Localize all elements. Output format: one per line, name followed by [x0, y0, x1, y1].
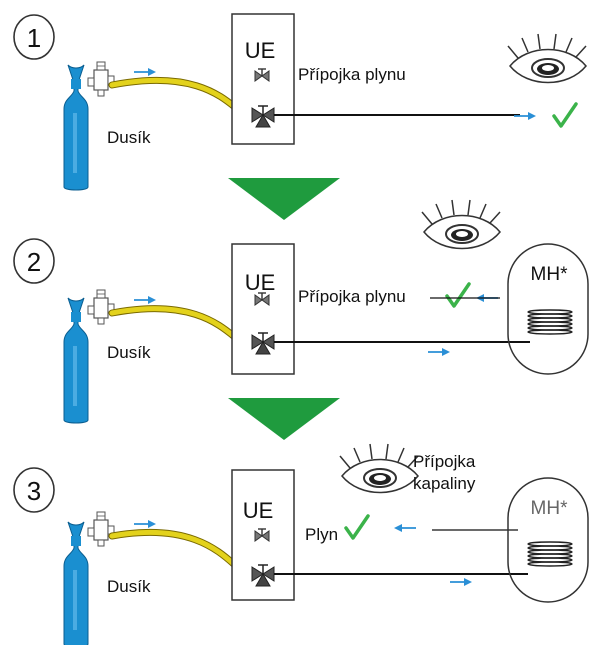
flow-arrow-icon: [449, 577, 473, 587]
check-icon: [344, 514, 370, 540]
eye-icon: [507, 33, 587, 84]
step-3: 3 UE Plyn Dusík Přípojka kapaliny MH*: [13, 443, 589, 645]
mh-label: MH*: [531, 264, 569, 285]
big-down-arrow-icon: [228, 398, 340, 440]
eye-icon: [339, 443, 419, 494]
pressure-regulator-icon: [87, 289, 115, 325]
nitrogen-cylinder-icon: [63, 64, 89, 191]
step-number: 2: [27, 247, 41, 277]
step-2: 2 UE Přípojka plynu Dusík MH*: [13, 199, 589, 424]
step-number-badge: 2: [13, 238, 55, 284]
liquid-connection-label-line2: kapaliny: [413, 474, 476, 493]
nitrogen-cylinder-icon: [63, 297, 89, 424]
connection-label: Plyn: [305, 525, 338, 544]
check-icon: [552, 102, 578, 128]
indoor-unit-box: [231, 243, 295, 375]
pressure-regulator-icon: [87, 61, 115, 97]
outdoor-unit-box: [507, 477, 589, 603]
step-number-badge: 3: [13, 467, 55, 513]
pressure-regulator-icon: [87, 511, 115, 547]
connection-label: Přípojka plynu: [298, 65, 406, 84]
nitrogen-label: Dusík: [107, 577, 151, 596]
flow-arrow-icon: [513, 111, 537, 121]
ue-label: UE: [245, 270, 276, 295]
connection-label: Přípojka plynu: [298, 287, 406, 306]
flow-arrow-icon: [133, 67, 157, 77]
flow-arrow-icon: [393, 523, 417, 533]
ue-label: UE: [243, 498, 274, 523]
outdoor-unit-box: [507, 243, 589, 375]
flow-arrow-icon: [133, 519, 157, 529]
step-number: 3: [27, 476, 41, 506]
coil-icon: [527, 309, 573, 335]
nitrogen-label: Dusík: [107, 343, 151, 362]
check-icon: [445, 282, 471, 308]
step-1: 1 UE Přípojka plynu Dusík: [13, 13, 587, 191]
step-number-badge: 1: [13, 14, 55, 60]
step-number: 1: [27, 23, 41, 53]
eye-icon: [421, 199, 501, 250]
flow-arrow-icon: [427, 347, 451, 357]
nitrogen-cylinder-icon: [63, 521, 89, 645]
liquid-connection-label-line1: Přípojka: [413, 452, 476, 471]
nitrogen-label: Dusík: [107, 128, 151, 147]
flow-arrow-icon: [133, 295, 157, 305]
mh-label: MH*: [531, 498, 569, 519]
coil-icon: [527, 541, 573, 567]
big-down-arrow-icon: [228, 178, 340, 220]
ue-label: UE: [245, 38, 276, 63]
